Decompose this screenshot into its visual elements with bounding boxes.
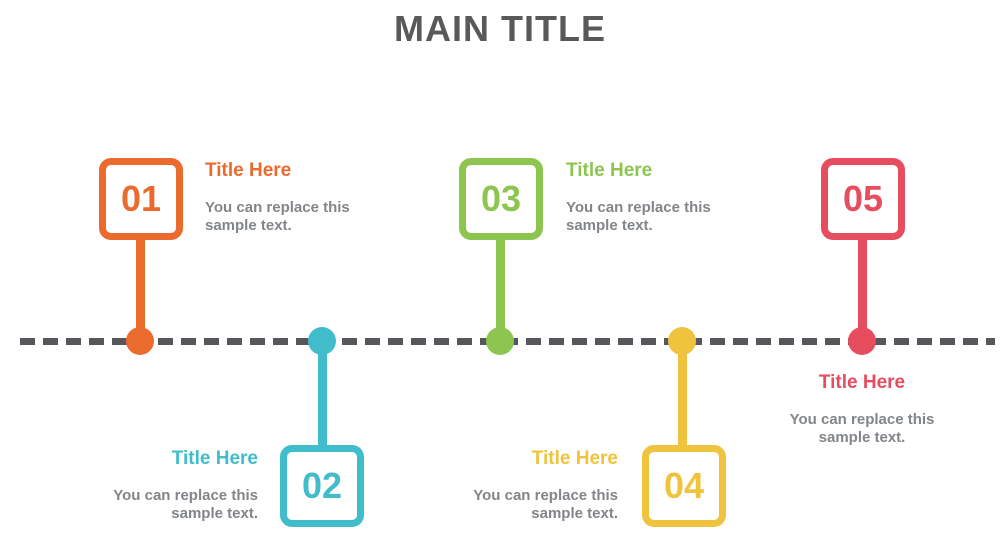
timeline-dot: [486, 327, 514, 355]
main-title: MAIN TITLE: [394, 8, 606, 49]
milestone-number: 02: [301, 465, 343, 506]
milestone-body: You can replace this sample text.: [566, 199, 711, 234]
connector-stem: [858, 237, 867, 341]
milestone-body: You can replace this sample text.: [113, 487, 258, 522]
milestone-title: Title Here: [205, 160, 292, 181]
timeline-dot: [668, 327, 696, 355]
milestone-number: 04: [663, 465, 705, 506]
connector-stem: [136, 236, 145, 341]
milestone-title: Title Here: [171, 448, 258, 469]
milestone-body: You can replace this sample text.: [205, 199, 350, 234]
number-box: 05: [821, 158, 905, 240]
milestone-body: You can replace this sample text.: [473, 487, 618, 522]
connector-stem: [318, 341, 327, 447]
timeline-dot: [126, 327, 154, 355]
number-box: 01: [99, 158, 183, 240]
connector-stem: [678, 341, 687, 447]
milestone-number: 01: [120, 178, 162, 219]
number-box: 02: [280, 445, 364, 527]
number-box: 03: [459, 158, 543, 240]
milestone-number: 03: [480, 178, 522, 219]
timeline-dot: [308, 327, 336, 355]
milestone-text: Title Here You can replace this sample t…: [443, 448, 618, 523]
milestone-text: Title Here You can replace this sample t…: [774, 372, 950, 447]
milestone-number: 05: [842, 178, 884, 219]
connector-stem: [496, 236, 505, 341]
milestone-text: Title Here You can replace this sample t…: [83, 448, 258, 523]
milestone-text: Title Here You can replace this sample t…: [205, 160, 385, 235]
milestone-body: You can replace this sample text.: [789, 411, 935, 446]
milestone-text: Title Here You can replace this sample t…: [566, 160, 746, 235]
number-box: 04: [642, 445, 726, 527]
milestone-title: Title Here: [531, 448, 618, 469]
milestone-title: Title Here: [818, 372, 906, 393]
milestone-title: Title Here: [566, 160, 653, 181]
timeline-dot: [848, 327, 876, 355]
